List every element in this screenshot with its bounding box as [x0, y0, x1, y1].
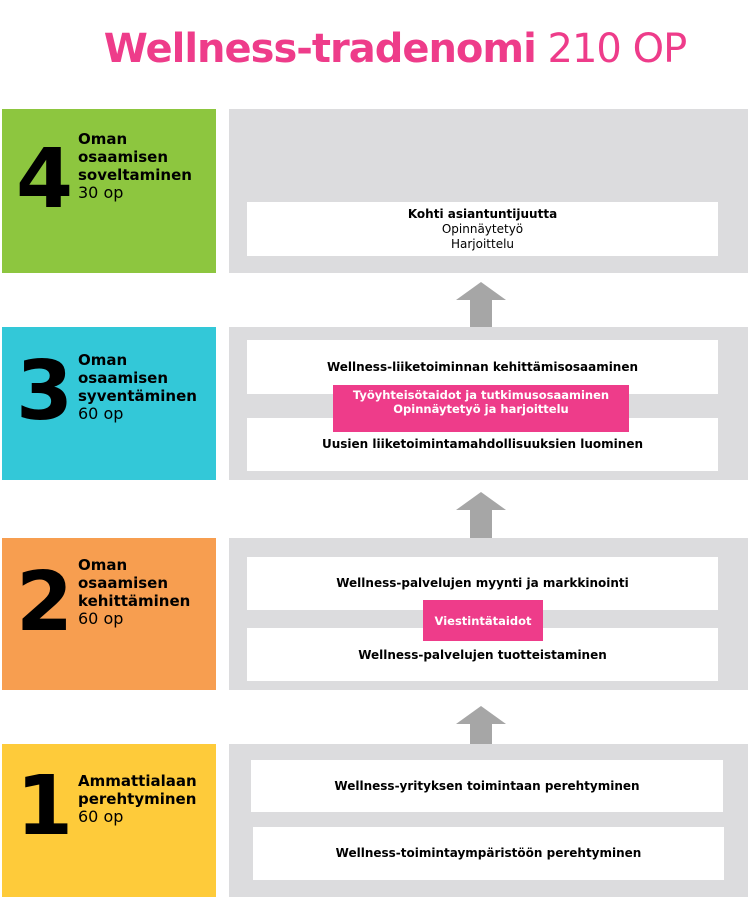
level-number: 4: [16, 132, 74, 227]
credits: 30 op: [78, 183, 124, 202]
title-credits: 210 OP: [547, 26, 688, 72]
level-number: 2: [16, 555, 74, 650]
content-box: Wellness-yrityksen toimintaan perehtymin…: [251, 760, 723, 812]
content-box: Wellness-toimintaympäristöön perehtymine…: [253, 827, 724, 880]
title-bold: Wellness-tradenomi: [103, 26, 537, 72]
credits: 60 op: [78, 404, 124, 423]
up-arrow-icon: [456, 492, 506, 538]
level-number: 1: [16, 759, 74, 854]
level-number: 3: [16, 344, 74, 439]
highlight-box: Viestintätaidot: [423, 600, 543, 641]
page-title: Wellness-tradenomi 210 OP: [0, 26, 750, 72]
credits: 60 op: [78, 609, 124, 628]
credits: 60 op: [78, 807, 124, 826]
up-arrow-icon: [456, 282, 506, 328]
up-arrow-icon: [456, 706, 506, 752]
